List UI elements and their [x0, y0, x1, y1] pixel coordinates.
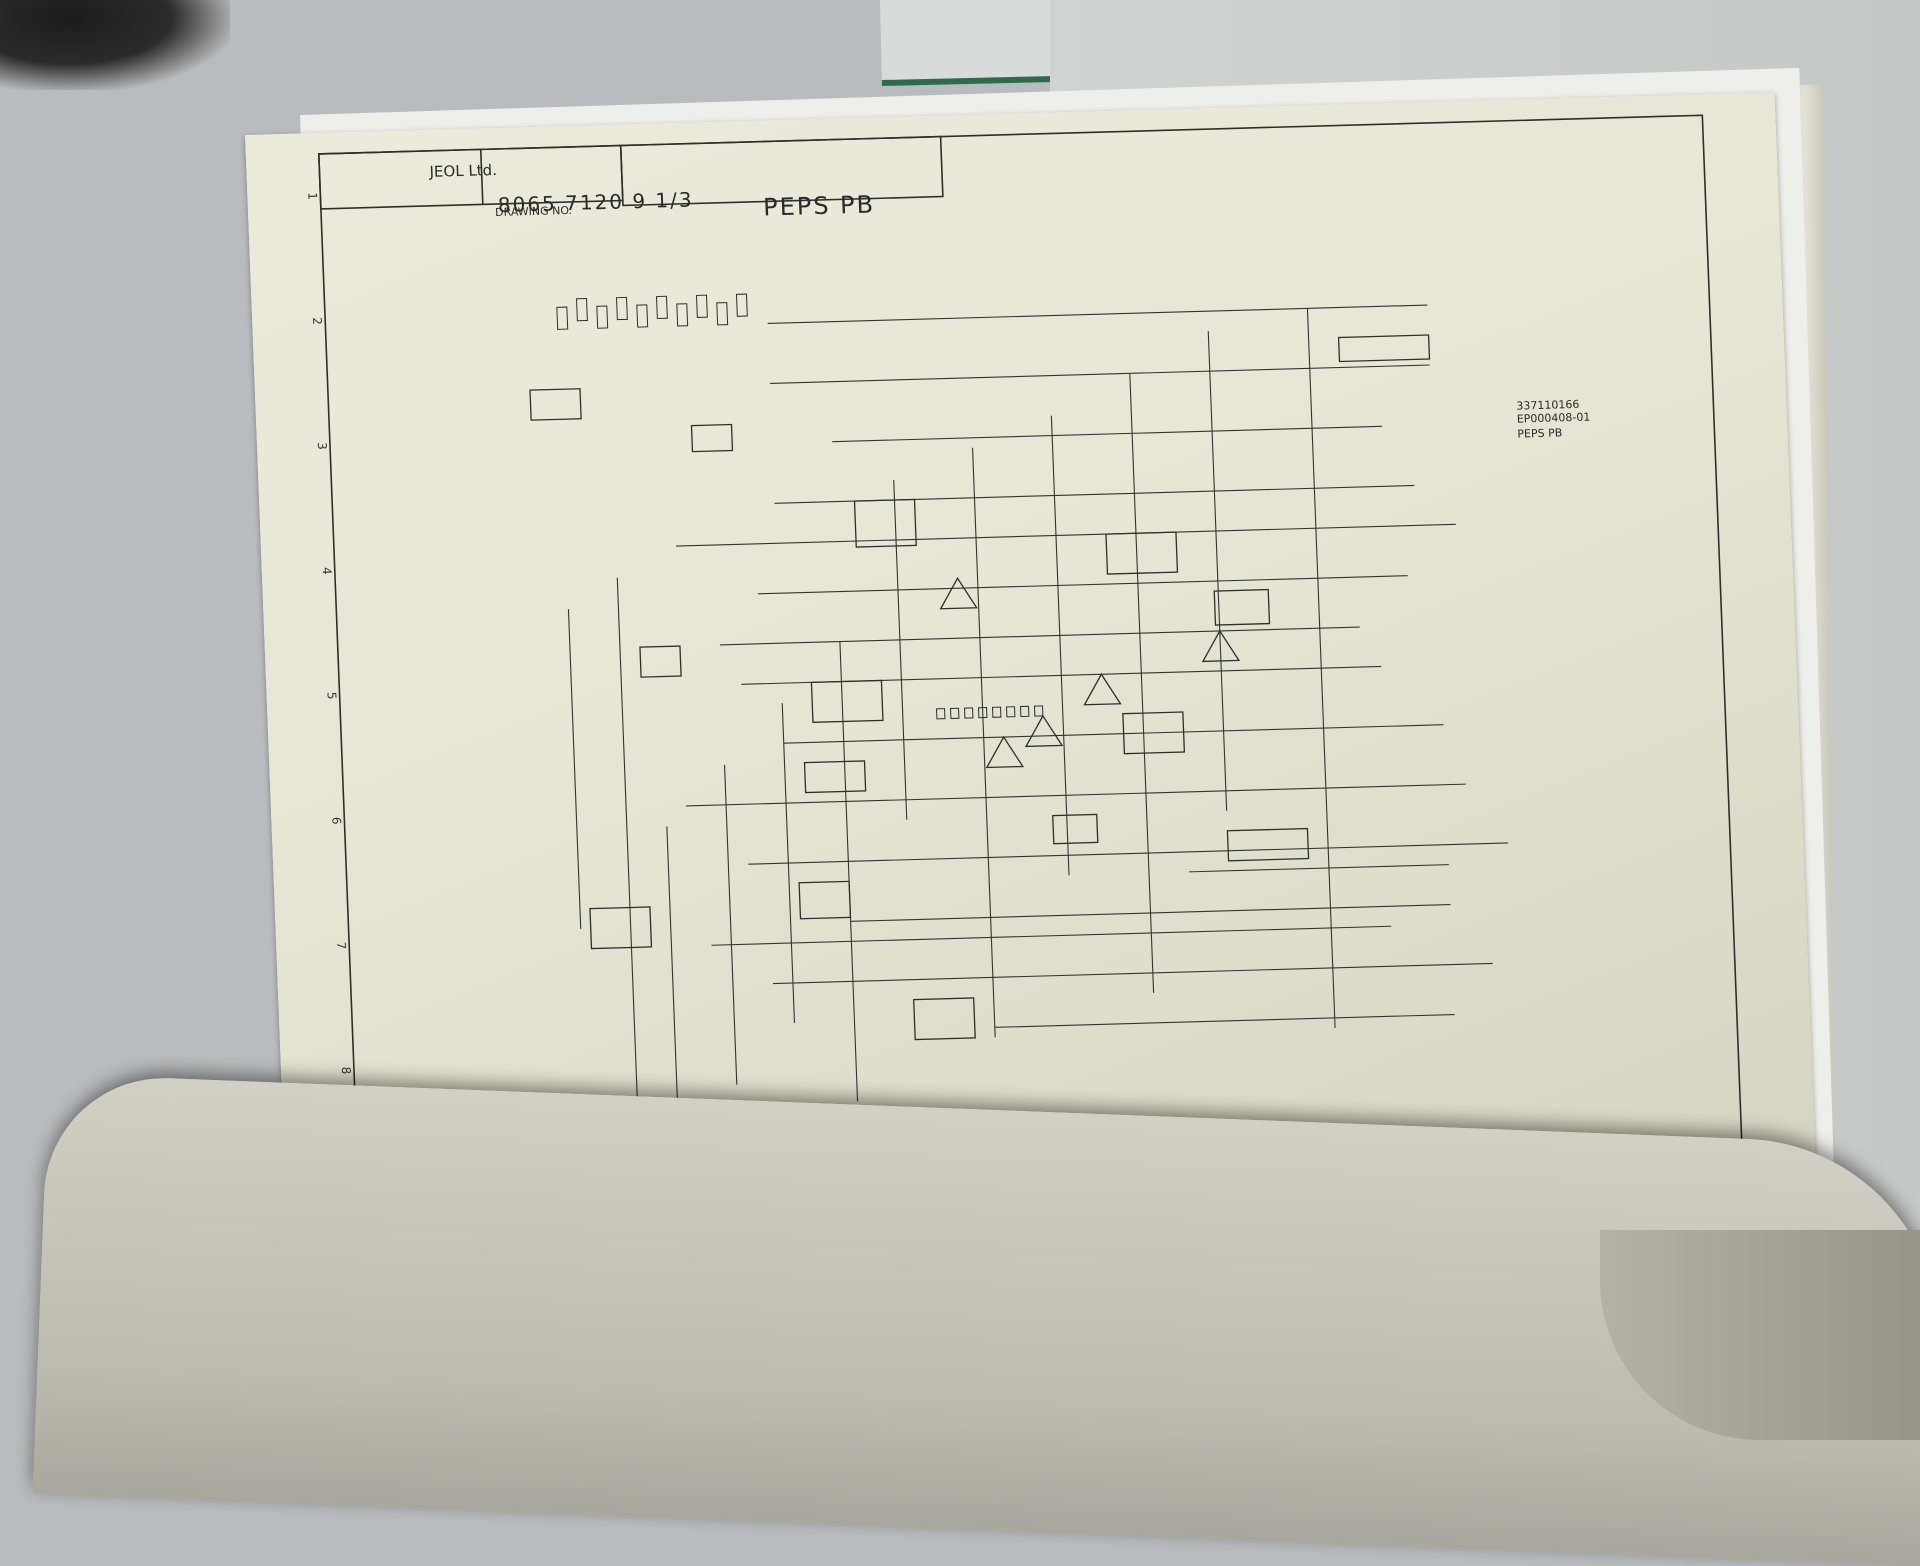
- resistor-array-element: [993, 707, 1001, 717]
- connector-pin: [597, 305, 608, 327]
- zone-number: 3: [315, 441, 329, 449]
- component-box: [691, 424, 732, 451]
- schematic-wire: [995, 1014, 1455, 1027]
- schematic-wire: [770, 364, 1430, 382]
- schematic-wire: [1130, 373, 1154, 993]
- resistor-array-element: [1020, 706, 1028, 716]
- opamp-symbol: [986, 736, 1023, 767]
- connector-pin: [577, 298, 588, 320]
- zone-number: 5: [324, 691, 338, 699]
- drawing-number: 8065 7120 9 1/3: [497, 187, 694, 216]
- schematic-wire: [676, 524, 1456, 546]
- zone-number: 2: [310, 317, 324, 325]
- zone-number: 8: [339, 1066, 353, 1074]
- schematic-wire: [686, 784, 1466, 806]
- opamp-symbol: [940, 577, 977, 608]
- schematic-wire: [758, 575, 1408, 593]
- board-block-title: PEPS PB: [1517, 426, 1562, 440]
- opamp-symbol: [1083, 673, 1120, 704]
- schematic-wire: [720, 627, 1360, 645]
- schematic-wire: [973, 447, 996, 1037]
- component-box: [1339, 335, 1430, 361]
- zone-number: 7: [334, 941, 348, 949]
- connector-pin: [557, 307, 568, 329]
- resistor-array-element: [965, 707, 973, 717]
- component-box: [1214, 589, 1269, 624]
- company-label: JEOL Ltd.: [429, 160, 497, 180]
- zone-number: 4: [320, 566, 334, 574]
- schematic-sheet: ABCDEFG12345678 JEOL Ltd. DRAWING NO. 80…: [245, 92, 1816, 1209]
- component-box: [811, 680, 883, 722]
- component-box: [530, 388, 581, 419]
- resistor-array-element: [951, 708, 959, 718]
- opamp-symbol: [1025, 715, 1062, 746]
- schematic-frame: ABCDEFG12345678 JEOL Ltd. DRAWING NO. 80…: [300, 96, 1761, 1205]
- component-box: [799, 881, 850, 918]
- schematic-wire: [1208, 331, 1226, 811]
- board-block-code2: 337110166: [1516, 397, 1579, 412]
- schematic-wire: [748, 842, 1508, 863]
- schematic-wire: [711, 926, 1391, 945]
- schematic-wire: [768, 305, 1428, 323]
- component-box: [1227, 828, 1308, 860]
- camera-shadow: [0, 0, 230, 90]
- connector-pin: [696, 295, 707, 317]
- board-title: PEPS PB: [763, 190, 876, 221]
- schematic-wire: [832, 426, 1382, 441]
- schematic-wire: [784, 724, 1444, 742]
- component-box: [590, 906, 652, 948]
- connector-pin: [616, 297, 627, 319]
- connector-pin: [656, 296, 667, 318]
- board-block-code1: EP000408-01: [1517, 410, 1591, 425]
- schematic-wire: [894, 480, 907, 820]
- schematic-sheet-rotated: ABCDEFG12345678 JEOL Ltd. DRAWING NO. 80…: [300, 96, 1761, 1205]
- schematic-wire: [725, 764, 737, 1084]
- component-box: [640, 646, 681, 677]
- schematic-wire: [773, 963, 1493, 983]
- schematic-wire: [617, 577, 637, 1107]
- zone-number: 6: [329, 816, 343, 824]
- zone-number: 1: [305, 192, 319, 200]
- connector-pin: [677, 303, 688, 325]
- resistor-array-element: [937, 708, 945, 718]
- component-box: [1106, 532, 1178, 574]
- component-box: [804, 760, 865, 792]
- schematic-wire: [840, 641, 858, 1101]
- schematic-wire: [1051, 415, 1069, 875]
- schematic-wire: [568, 609, 580, 929]
- resistor-array-element: [1034, 705, 1042, 715]
- resistor-array-element: [1006, 706, 1014, 716]
- connector-pin: [637, 304, 648, 326]
- connector-pin: [736, 294, 747, 316]
- schematic-wire: [667, 826, 678, 1106]
- component-box: [914, 997, 976, 1039]
- schematic-wire: [1189, 864, 1449, 871]
- connector-pin: [717, 302, 728, 324]
- schematic-drawing: ABCDEFG12345678: [300, 96, 1761, 1205]
- component-box: [1053, 814, 1098, 843]
